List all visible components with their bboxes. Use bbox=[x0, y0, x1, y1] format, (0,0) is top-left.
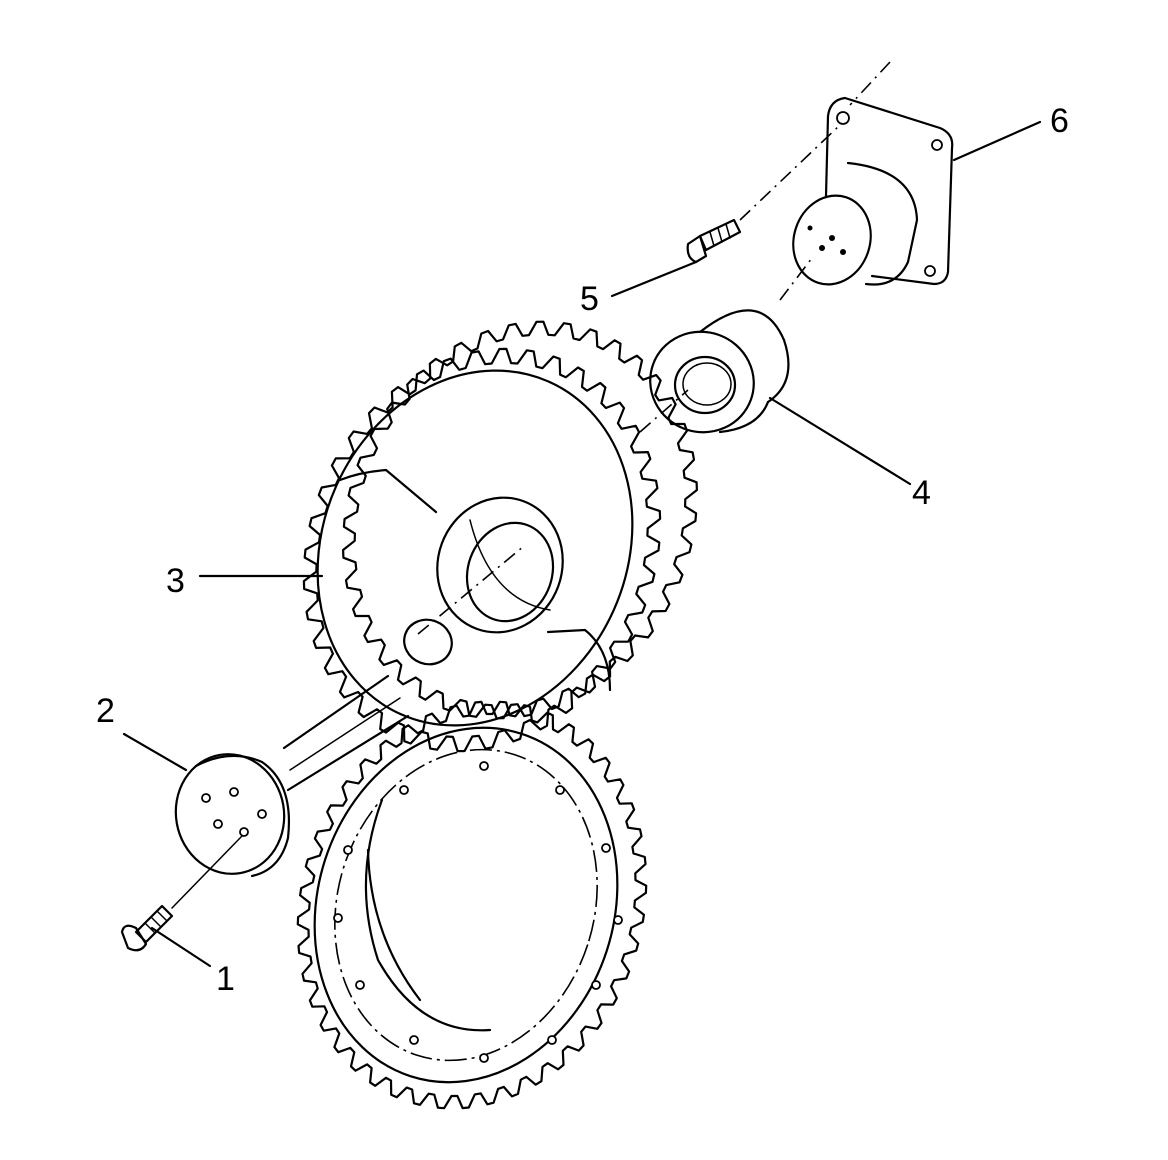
leader-1 bbox=[150, 926, 212, 968]
callout-3: 3 bbox=[166, 562, 185, 600]
callout-5: 5 bbox=[580, 280, 599, 318]
part-1-bolt bbox=[120, 835, 243, 952]
leader-lines bbox=[122, 120, 1042, 968]
leader-2 bbox=[122, 732, 188, 772]
callout-labels: 6 5 4 3 2 1 bbox=[96, 102, 1069, 998]
leader-6 bbox=[952, 120, 1042, 162]
part-6-housing bbox=[792, 61, 954, 286]
callout-4: 4 bbox=[912, 474, 931, 512]
part-2-plate bbox=[174, 674, 410, 878]
part-4-bearing bbox=[639, 257, 813, 434]
leader-5 bbox=[610, 260, 698, 298]
leader-4 bbox=[768, 396, 912, 486]
part-5-bolt bbox=[686, 124, 841, 264]
callout-6: 6 bbox=[1050, 102, 1069, 140]
callout-2: 2 bbox=[96, 692, 115, 730]
part-3-idler-gear bbox=[302, 320, 698, 753]
callout-1: 1 bbox=[216, 960, 235, 998]
lower-gear bbox=[296, 700, 648, 1110]
